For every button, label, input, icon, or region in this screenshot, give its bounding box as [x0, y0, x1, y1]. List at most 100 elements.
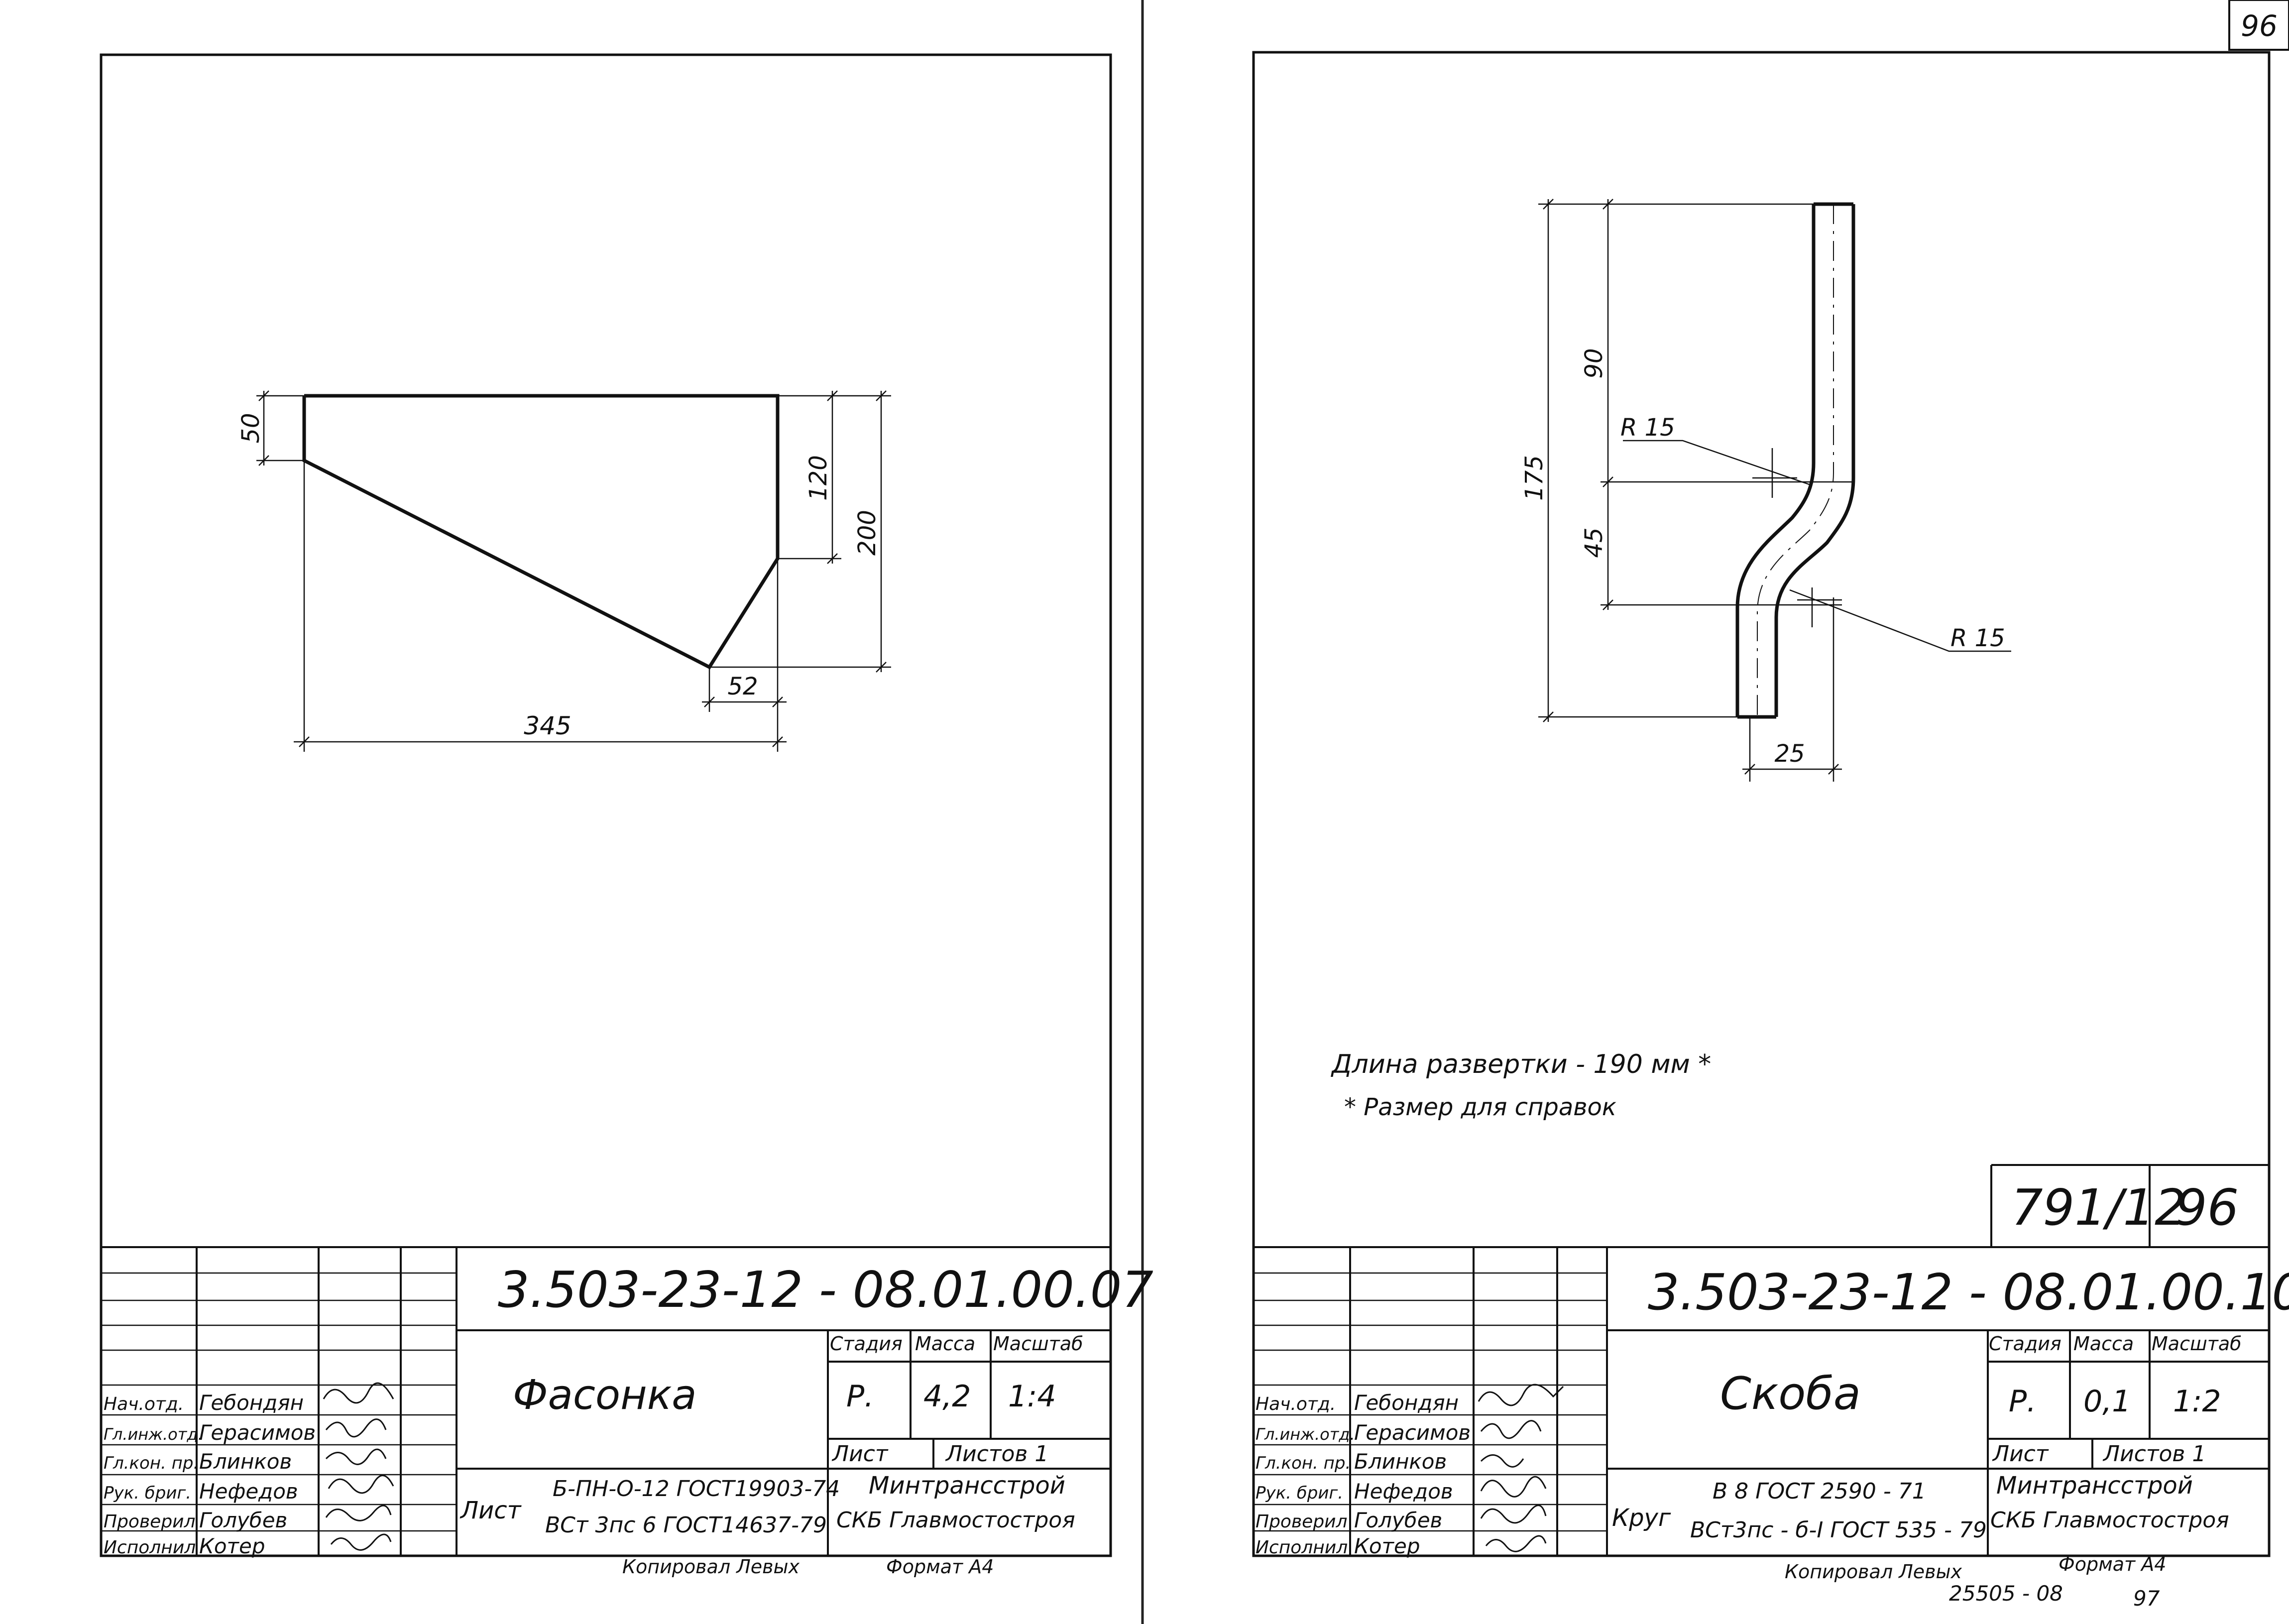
signature-mark: [1485, 1535, 1547, 1552]
signature-mark: [325, 1448, 387, 1465]
dim-345: 345: [524, 711, 571, 740]
signature-mark: [1480, 1505, 1547, 1524]
left-part-outline: [302, 394, 780, 670]
right-scale: 1:2: [2173, 1384, 2221, 1419]
left-name-2: Герасимов: [199, 1420, 316, 1445]
dim-25: 25: [1774, 740, 1805, 768]
right-role-5: Проверил: [1256, 1511, 1348, 1532]
left-role-5: Проверил: [104, 1511, 196, 1532]
signature-mark: [325, 1418, 387, 1438]
left-material-line2: ВСт 3пс 6 ГОСТ14637-79: [545, 1512, 827, 1538]
left-material-line1: Б-ПН-О-12 ГОСТ19903-74: [553, 1476, 840, 1502]
left-role-6: Исполнил: [104, 1537, 196, 1558]
left-col-scale: Масштаб: [993, 1333, 1083, 1355]
right-col-stage: Стадия: [1989, 1333, 2061, 1355]
left-sheet: [100, 53, 1112, 1557]
left-org-line1: Минтрансстрой: [869, 1472, 1065, 1500]
right-sheet: [1252, 0, 2289, 1557]
dim-200: 200: [853, 510, 881, 556]
right-signatures: [1478, 1384, 1564, 1552]
signature-mark: [1480, 1476, 1547, 1498]
right-material-line1: В 8 ГОСТ 2590 - 71: [1713, 1479, 1926, 1504]
left-stage: Р.: [846, 1379, 874, 1414]
dim-90: 90: [1580, 348, 1608, 378]
page-number: 96: [2241, 9, 2278, 43]
left-dimension-lines: [256, 390, 891, 752]
dim-52: 52: [727, 673, 758, 700]
left-col-mass: Масса: [915, 1333, 975, 1355]
right-title-block-rows: [1254, 1272, 1607, 1532]
right-inventory: 25505 - 08: [1949, 1581, 2063, 1606]
left-format: Формат А4: [886, 1556, 994, 1578]
right-centre-line: [1757, 204, 1834, 717]
dim-r15-bottom: R 15: [1950, 624, 2005, 652]
left-title: Фасонка: [513, 1372, 696, 1419]
right-name-4: Нефедов: [1354, 1479, 1453, 1504]
page-number-box: [2228, 0, 2289, 51]
left-role-1: Нач.отд.: [104, 1394, 184, 1414]
right-stage: Р.: [2009, 1384, 2036, 1419]
left-title-block-grid: [101, 1246, 1111, 1556]
right-material-label: Круг: [1612, 1504, 1671, 1532]
right-inventory-page: 97: [2133, 1586, 2160, 1611]
right-col-scale: Масштаб: [2152, 1333, 2242, 1355]
left-name-3: Блинков: [199, 1449, 292, 1474]
right-org-line2: СКБ Главмостостроя: [1990, 1508, 2229, 1533]
right-format: Формат А4: [2059, 1553, 2166, 1575]
right-copied-by: Копировал Левых: [1785, 1561, 1962, 1583]
right-name-6: Котер: [1354, 1534, 1420, 1558]
left-name-1: Гебондян: [199, 1391, 304, 1415]
right-doc-code: 3.503-23-12 - 08.01.00.10: [1648, 1263, 2289, 1321]
note-reference-size: * Размер для справок: [1344, 1093, 1616, 1121]
left-title-block-rows: [101, 1272, 457, 1532]
right-col-mass: Масса: [2073, 1333, 2134, 1355]
right-name-2: Герасимов: [1354, 1420, 1471, 1445]
right-role-3: Гл.кон. пр.: [1256, 1453, 1351, 1473]
left-signatures: [323, 1382, 394, 1551]
left-sheets-label: Листов 1: [945, 1441, 1048, 1467]
left-name-5: Голубев: [199, 1508, 287, 1532]
left-sheet-label: Лист: [831, 1441, 889, 1467]
left-sheet-texts: 50 120 200 52 345 3.503-23-12 - 08.01.00…: [104, 413, 1153, 1578]
right-role-1: Нач.отд.: [1256, 1394, 1336, 1414]
right-part-outline: [1735, 202, 1855, 719]
left-col-stage: Стадия: [830, 1333, 903, 1355]
right-org-line1: Минтрансстрой: [1996, 1472, 2193, 1500]
signature-mark: [1480, 1454, 1524, 1468]
stamp-sheet-number: 96: [2175, 1178, 2239, 1237]
dim-r15-top: R 15: [1620, 414, 1675, 442]
right-frame: [1252, 51, 2271, 1557]
dim-175: 175: [1520, 455, 1548, 501]
right-name-1: Гебондян: [1354, 1391, 1459, 1415]
right-role-6: Исполнил: [1256, 1537, 1348, 1558]
signature-mark: [1480, 1420, 1542, 1439]
right-sheet-texts: 96 90 175 45 R 15 R 15 25 Длина развертк…: [1256, 9, 2289, 1611]
left-name-4: Нефедов: [199, 1479, 298, 1504]
left-role-4: Рук. бриг.: [104, 1483, 191, 1503]
right-stamp-box: [1990, 1164, 2269, 1247]
left-scale: 1:4: [1008, 1379, 1056, 1414]
right-dimension-lines: [1538, 199, 2011, 782]
right-title: Скоба: [1720, 1368, 1861, 1420]
stamp-doc-number: 791/12: [2011, 1178, 2186, 1237]
signature-mark: [1478, 1384, 1564, 1406]
right-mass: 0,1: [2083, 1384, 2131, 1419]
right-name-5: Голубев: [1354, 1508, 1442, 1532]
right-role-2: Гл.инж.отд.: [1256, 1425, 1355, 1444]
signature-mark: [325, 1505, 392, 1521]
left-doc-code: 3.503-23-12 - 08.01.00.07: [498, 1261, 1153, 1319]
left-copied-by: Копировал Левых: [622, 1556, 800, 1578]
dim-45: 45: [1580, 527, 1608, 558]
signature-mark: [330, 1533, 392, 1551]
right-material-line2: ВСт3пс - б-I ГОСТ 535 - 79: [1690, 1517, 1987, 1543]
dim-50: 50: [237, 413, 265, 443]
signature-mark: [323, 1382, 394, 1404]
left-role-3: Гл.кон. пр.: [104, 1453, 199, 1473]
left-frame: [100, 53, 1112, 1557]
right-name-3: Блинков: [1354, 1449, 1447, 1474]
left-material-label: Лист: [459, 1497, 522, 1524]
left-role-2: Гл.инж.отд.: [104, 1425, 203, 1444]
signature-mark: [328, 1475, 394, 1494]
